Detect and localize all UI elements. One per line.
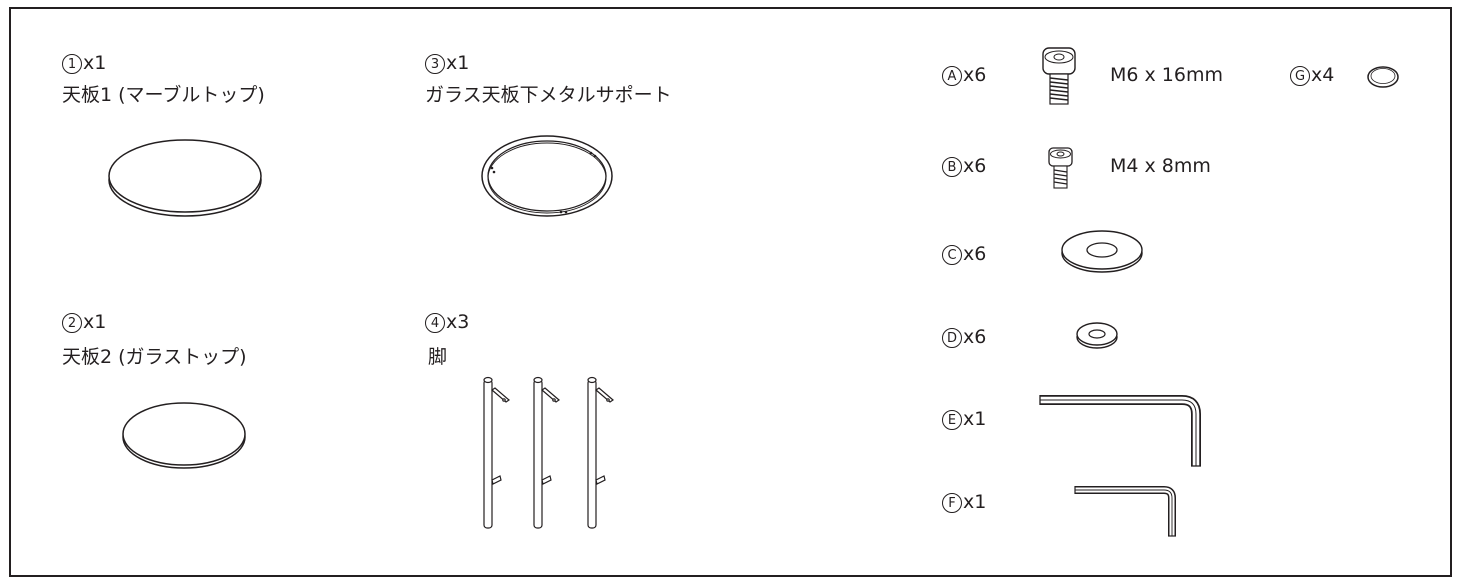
hardware-f-letter: F [942, 493, 962, 513]
metal-support-ring-illustration [481, 135, 613, 217]
part-2-number: 2 [62, 313, 82, 333]
bolt-m4-icon [1048, 147, 1073, 189]
hardware-f-qty: x1 [963, 491, 987, 513]
hardware-e-letter: E [942, 410, 962, 430]
hardware-c-letter: C [942, 245, 962, 265]
large-hex-key-icon [1039, 395, 1201, 467]
part-2-name: 天板2 (ガラストップ) [62, 346, 247, 368]
hardware-b-spec: M4 x 8mm [1110, 155, 1211, 177]
pad-icon [1367, 66, 1399, 88]
hardware-b-letter: B [942, 157, 962, 177]
hardware-g-letter: G [1290, 66, 1310, 86]
small-hex-key-icon [1074, 486, 1176, 537]
part-3-name: ガラス天板下メタルサポート [425, 84, 672, 106]
part-2-qty: x1 [83, 311, 107, 333]
hardware-b-qty: x6 [963, 155, 987, 177]
hardware-a-qty: x6 [963, 64, 987, 86]
glass-top-illustration [122, 402, 246, 469]
part-1-qty: x1 [83, 52, 107, 74]
hardware-e-qty: x1 [963, 408, 987, 430]
hardware-a-letter: A [942, 66, 962, 86]
hardware-c-qty: x6 [963, 243, 987, 265]
legs-illustration [483, 376, 614, 529]
part-4-name: 脚 [428, 346, 448, 368]
bolt-m6-icon [1042, 47, 1076, 105]
part-3-number: 3 [425, 54, 445, 74]
part-1-name: 天板1 (マーブルトップ) [62, 84, 265, 106]
hardware-g-qty: x4 [1311, 64, 1335, 86]
large-washer-icon [1061, 230, 1143, 273]
part-3-qty: x1 [446, 52, 470, 74]
marble-top-illustration [108, 139, 262, 217]
part-4-number: 4 [425, 313, 445, 333]
part-4-qty: x3 [446, 311, 470, 333]
part-1-number: 1 [62, 54, 82, 74]
small-washer-icon [1076, 322, 1118, 349]
hardware-d-letter: D [942, 328, 962, 348]
hardware-a-spec: M6 x 16mm [1110, 64, 1223, 86]
hardware-d-qty: x6 [963, 326, 987, 348]
